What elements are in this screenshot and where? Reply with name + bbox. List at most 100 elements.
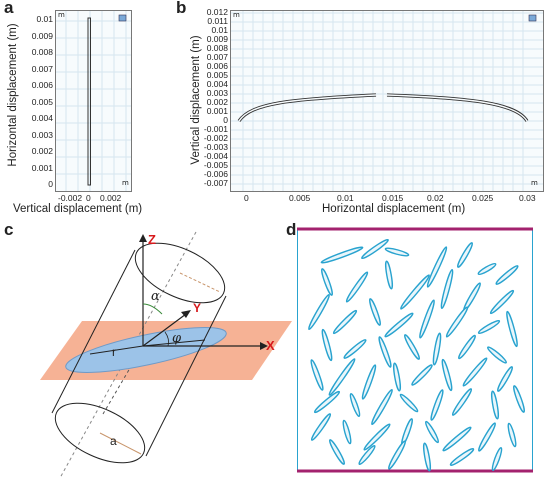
axis-z-label: Z [148, 232, 156, 247]
fracture-ellipse [507, 422, 517, 448]
radius-label: r [112, 345, 116, 359]
fracture-ellipse [513, 385, 525, 413]
cylinder-edge-dashed [102, 345, 144, 415]
panel-a-ytick: 0.006 [31, 80, 53, 90]
phi-ray [142, 339, 206, 347]
panel-b-ytick: 0.011 [207, 16, 228, 26]
panel-b-ytick: -0.001 [203, 124, 228, 134]
fracture-ellipse [313, 390, 341, 414]
panel-a-unit-top: m [58, 11, 65, 19]
fracture-ellipse [451, 388, 473, 416]
panel-a-grid [56, 11, 131, 191]
y-axis [142, 313, 187, 347]
panel-b-xtick: 0 [244, 193, 249, 203]
fracture-ellipse [506, 310, 518, 348]
fracture-ellipse [361, 238, 389, 260]
panel-a-ytick: 0.003 [31, 129, 53, 140]
fracture-ellipse [361, 364, 377, 400]
cylinder-side-right [145, 295, 227, 457]
panel-a-ytick: 0 [48, 179, 53, 189]
panel-a-fracture-trace [87, 17, 91, 186]
x-axis-arrowhead [260, 342, 268, 350]
fracture-ellipse [308, 293, 330, 331]
axis-y-label: Y [193, 301, 201, 315]
panel-b-ytick: 0.002 [206, 97, 228, 107]
panel-b-ytick: 0.01 [211, 25, 228, 35]
semi-axis-a-label: a [110, 434, 117, 448]
fracture-ellipse [349, 392, 361, 418]
alpha-arc [142, 303, 163, 315]
phi-arc [164, 331, 169, 347]
panel-b-ytick: 0.001 [206, 106, 228, 116]
angle-phi-label: φ [172, 331, 182, 346]
fracture-ellipse [441, 358, 453, 392]
panel-a-xtick: -0.002 [58, 193, 83, 203]
z-axis-arrowhead [139, 234, 147, 242]
fracture-ellipse [332, 309, 358, 335]
panel-c-diagram: Z Y X α φ r a [40, 231, 292, 479]
fracture-ellipse [495, 265, 519, 285]
fracture-ellipse [358, 444, 376, 466]
panel-b-ytick: 0.012 [206, 7, 228, 17]
fracture-ellipse [423, 442, 431, 472]
panel-b-xtick: 0.03 [519, 193, 536, 203]
panel-a-ytick: 0.007 [31, 63, 53, 74]
panel-a-xlabel: Vertical displacement (m) [13, 203, 143, 215]
panel-a-ytick: 0.009 [31, 30, 53, 41]
panel-b-unit-bottom: m [531, 179, 538, 187]
fracture-ellipse [430, 389, 444, 421]
fracture-ellipse [393, 362, 401, 392]
panel-b-toolbar-icon [528, 14, 537, 22]
panel-a-ytick: 0.005 [31, 96, 53, 107]
fracture-ellipse [442, 426, 472, 452]
fracture-ellipse [321, 268, 333, 296]
fracture-ellipse [458, 334, 476, 360]
panel-a-ytick: 0.002 [31, 146, 53, 156]
panel-a-ytick: 0.001 [31, 162, 53, 173]
panel-c-label: c [4, 220, 14, 239]
fracture-ellipse [497, 366, 513, 392]
fracture-ellipse [419, 299, 435, 339]
panel-b-unit-top: m [233, 11, 240, 19]
panel-b-ytick: -0.003 [203, 142, 228, 152]
fracture-ellipse [399, 393, 419, 413]
radius-line [89, 345, 144, 355]
panel-b-ytick: -0.006 [203, 169, 228, 179]
panel-b-ytick: 0.009 [206, 34, 228, 44]
panel-b-xtick: 0.025 [472, 193, 494, 203]
y-axis-arrowhead [181, 310, 191, 318]
panel-a-ytick: 0.004 [31, 113, 53, 123]
fracture-ellipse [400, 274, 430, 310]
fracture-ellipse [371, 388, 393, 426]
fracture-ellipse [310, 359, 324, 391]
fracture-set [308, 238, 525, 472]
panel-b-ytick: -0.007 [203, 178, 228, 188]
panel-a-ytick: 0.008 [31, 47, 53, 57]
fracture-ellipse [310, 413, 332, 441]
fracture-ellipse [457, 242, 473, 268]
panel-b-ytick: -0.004 [203, 151, 228, 161]
fracture-ellipse [491, 390, 499, 420]
fracture-ellipse [445, 306, 469, 338]
axis-x-label: X [266, 338, 275, 353]
fracture-ellipse [321, 328, 333, 362]
panel-a-label: a [4, 0, 14, 17]
fracture-ellipse [384, 312, 414, 338]
panel-a-toolbar-icon [118, 14, 127, 22]
panel-b-ytick: 0.005 [206, 70, 228, 80]
panel-b-ytick: 0.007 [206, 52, 228, 62]
fracture-ellipse [369, 298, 381, 326]
panel-b-fracture-right-inner [386, 94, 528, 122]
fracture-ellipse [477, 320, 501, 334]
fracture-ellipse [320, 246, 364, 264]
panel-b-ytick: 0.003 [206, 88, 228, 98]
fracture-ellipse [388, 440, 406, 470]
fracture-ellipse [449, 448, 475, 466]
panel-b-xtick: 0.02 [427, 193, 444, 203]
semi-axis-a-line [99, 432, 142, 455]
panel-b-ytick: 0.008 [206, 43, 228, 53]
fracture-ellipse [425, 420, 439, 444]
fracture-ellipse [462, 357, 488, 387]
panel-b-ytick: 0.004 [206, 79, 228, 89]
panel-b-xtick: 0.015 [382, 193, 404, 203]
